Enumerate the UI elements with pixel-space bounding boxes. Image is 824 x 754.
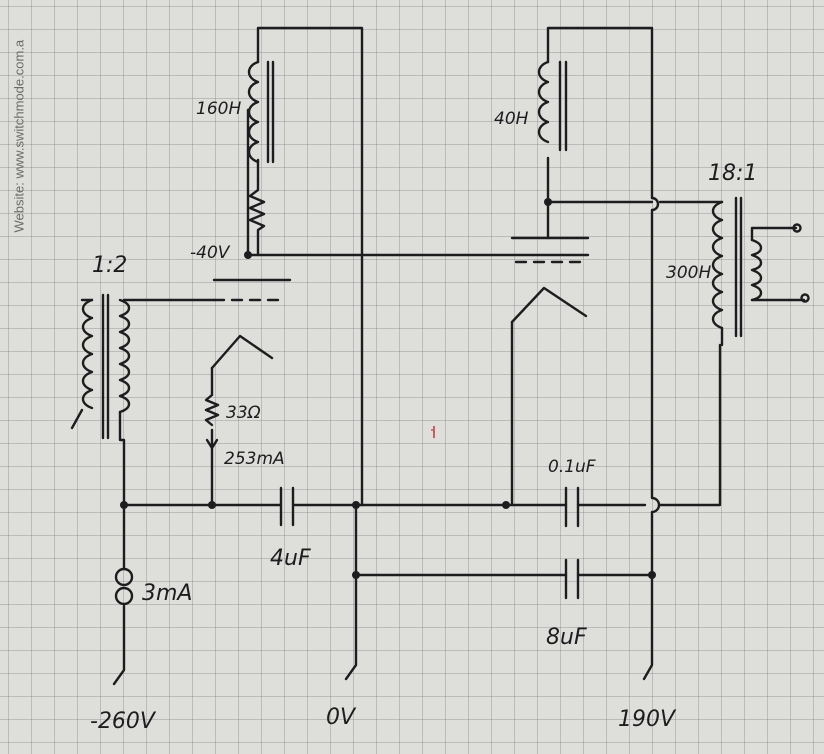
wire-190v-rail [642, 196, 661, 681]
label-rail-0v: 0V [326, 705, 357, 730]
label-resistor-33: 33Ω [226, 403, 261, 423]
label-40h: 40H [494, 109, 529, 129]
wire-right-plate-to-output [546, 200, 724, 240]
label-300h: 300H [666, 263, 711, 283]
label-cap-8uf: 8uF [546, 625, 587, 650]
capacitor-8uf [564, 558, 580, 600]
label-source-3ma: 3mA [142, 581, 192, 606]
choke-160h [247, 60, 275, 164]
label-cap-0-1uf: 0.1uF [548, 457, 596, 477]
label-rail-190v: 190V [618, 707, 677, 732]
label-160h: 160H [196, 99, 241, 119]
label-rail-neg260: -260V [90, 709, 157, 734]
choke-40h [537, 60, 568, 152]
wire-right-plate-top [546, 26, 654, 204]
capacitor-0-1uf [564, 486, 580, 528]
wire-current-source [112, 503, 126, 686]
tube-right [510, 236, 590, 324]
tube-left [210, 278, 292, 370]
capacitor-4uf [279, 486, 295, 527]
label-cap-4uf: 4uF [270, 546, 311, 571]
label-grid-bias: -40V [190, 243, 231, 263]
label-current-253: 253mA [224, 449, 285, 469]
label-ratio-18-1: 18:1 [708, 161, 757, 186]
current-source-3ma [114, 567, 134, 606]
output-transformer-18-1 [711, 196, 810, 347]
red-ink-mark [431, 426, 435, 438]
wire-transformer-secondary-bottom [118, 410, 126, 507]
cathode-resistor-33 [204, 393, 220, 450]
wire-right-cathode-bus [360, 343, 722, 507]
label-ratio-1-2: 1:2 [92, 253, 127, 278]
plate-resistor-left [248, 178, 266, 257]
transformer-1-2 [70, 293, 131, 440]
wire-left-plate-top [246, 26, 364, 507]
wire-0v-rail [344, 503, 654, 681]
